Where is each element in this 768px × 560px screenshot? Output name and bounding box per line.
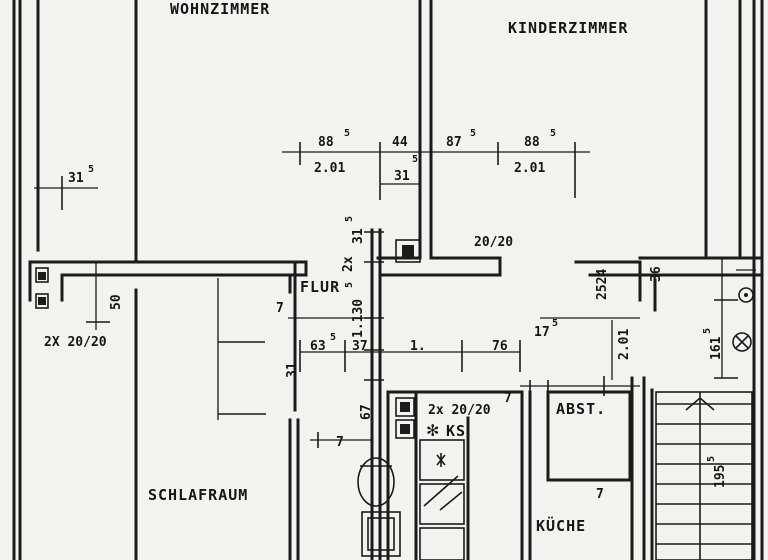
dim-7-c: 7 xyxy=(504,391,512,406)
dim-36: 36 xyxy=(649,266,664,282)
dim-31-a-sup: 5 xyxy=(88,164,94,175)
dim-2524: 2524 xyxy=(595,269,610,300)
dim-31-b: 31 xyxy=(394,169,410,184)
dimension-lines xyxy=(34,142,756,448)
room-label-schlafraum: SCHLAFRAUM xyxy=(148,486,248,504)
dim-37: 37 xyxy=(352,339,368,354)
dim-31-a: 31 xyxy=(68,171,84,186)
stove-icon xyxy=(419,439,465,481)
dim-2x: 2x xyxy=(341,256,356,272)
dim-87: 87 xyxy=(446,135,462,150)
dim-195: 195 xyxy=(713,465,728,488)
dim-201-c: 2.01 xyxy=(617,329,632,360)
dim-1130-sup: 5 xyxy=(344,282,355,288)
dim-17-sup: 5 xyxy=(552,318,558,329)
dim-88-a: 88 xyxy=(318,135,334,150)
dim-31-c-sup: 5 xyxy=(344,216,355,222)
dim-87-sup: 5 xyxy=(470,128,476,139)
washbasin-icon xyxy=(361,511,401,557)
dim-1130: 1.130 xyxy=(351,299,366,338)
dim-63: 63 xyxy=(310,339,326,354)
staircase xyxy=(655,391,753,560)
room-label-abst: ABST. xyxy=(556,400,606,418)
walls xyxy=(12,0,764,560)
dim-1: 1. xyxy=(410,339,426,354)
dim-76: 76 xyxy=(492,339,508,354)
dimension-texts: 88 5 44 87 5 88 5 2.01 2.01 31 5 31 5 31… xyxy=(44,128,728,502)
room-labels: WOHNZIMMER KINDERZIMMER FLUR SCHLAFRAUM … xyxy=(148,0,628,535)
vent-blocks xyxy=(35,239,421,439)
dim-161-sup: 5 xyxy=(702,328,713,334)
dim-201-a: 2.01 xyxy=(314,161,345,176)
dim-50: 50 xyxy=(109,294,124,310)
room-label-kinderzimmer: KINDERZIMMER xyxy=(508,19,628,37)
dim-201-b: 2.01 xyxy=(514,161,545,176)
dim-63-sup: 5 xyxy=(330,332,336,343)
dim-161: 161 xyxy=(709,336,724,360)
dim-2x-20-20-a: 2X 20/20 xyxy=(44,335,107,350)
dim-ks: KS xyxy=(446,422,466,440)
fan-icon: ✻ xyxy=(426,421,439,440)
dim-88-b: 88 xyxy=(524,135,540,150)
dim-88-a-sup: 5 xyxy=(344,128,350,139)
room-label-wohnzimmer: WOHNZIMMER xyxy=(170,0,270,18)
dim-17: 17 xyxy=(534,325,550,340)
dim-44: 44 xyxy=(392,135,408,150)
dim-2x-20-20-b: 2x 20/20 xyxy=(428,403,491,418)
dim-31-b-sup: 5 xyxy=(412,154,418,165)
light-fixture-icon xyxy=(732,332,752,352)
dim-88-b-sup: 5 xyxy=(550,128,556,139)
dim-7-a: 7 xyxy=(276,301,284,316)
room-label-kueche: KÜCHE xyxy=(536,516,586,535)
dim-195-sup: 5 xyxy=(706,456,717,462)
toilet-icon xyxy=(357,457,395,507)
room-label-flur: FLUR xyxy=(300,278,340,296)
electrical-symbols xyxy=(436,287,754,467)
dim-31-d: 31 xyxy=(285,362,300,378)
dim-7-d: 7 xyxy=(596,487,604,502)
dim-67: 67 xyxy=(359,404,374,420)
socket-icon xyxy=(738,287,754,303)
dim-20-20: 20/20 xyxy=(474,235,513,250)
bathroom-fixtures xyxy=(357,439,465,560)
dim-7-b: 7 xyxy=(336,435,344,450)
dim-31-c: 31 xyxy=(351,228,366,244)
